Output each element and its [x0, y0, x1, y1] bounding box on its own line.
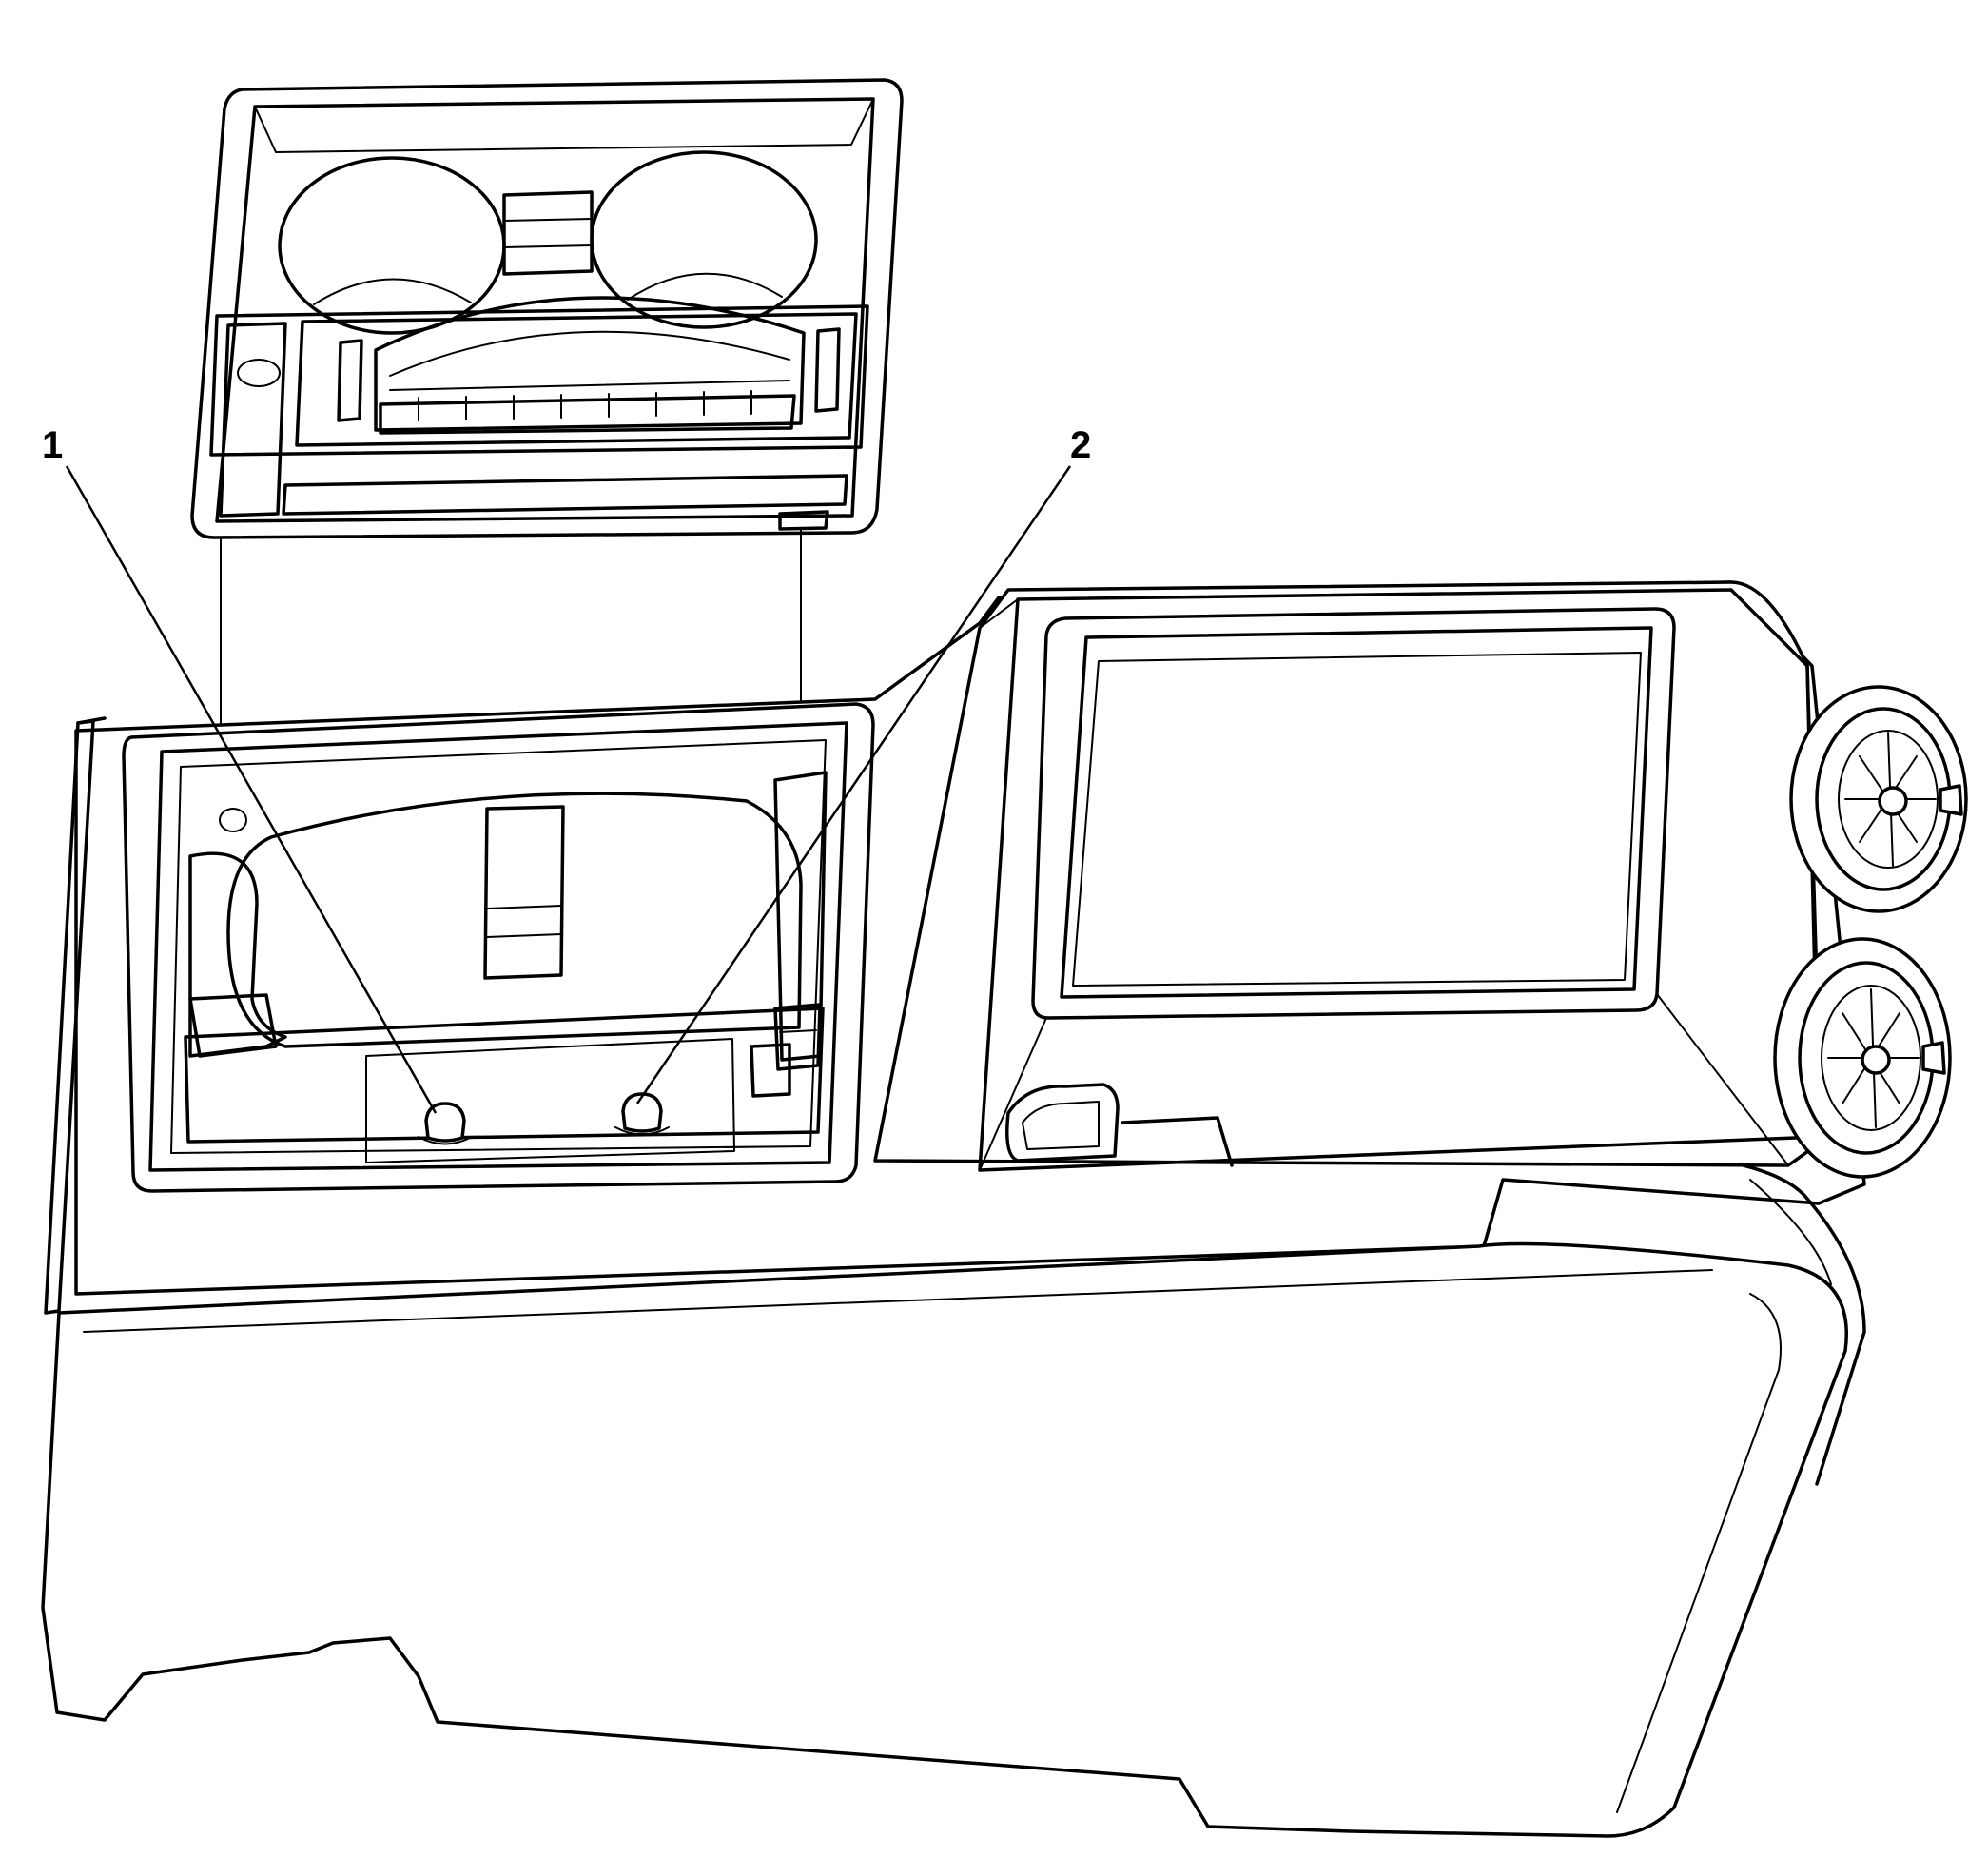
callout-1-leader	[65, 465, 438, 1114]
callout-2-leader	[635, 465, 1072, 1104]
retainer-pin-2	[614, 1092, 670, 1136]
callout-leaders	[65, 465, 1072, 1114]
air-vent-upper	[1789, 685, 1968, 913]
callout-label-1: 1	[42, 424, 64, 466]
air-vent-lower	[1773, 937, 1952, 1179]
cup-holder-insert	[190, 78, 904, 539]
callout-label-2: 2	[1070, 424, 1092, 466]
floor-console	[41, 580, 1968, 1838]
